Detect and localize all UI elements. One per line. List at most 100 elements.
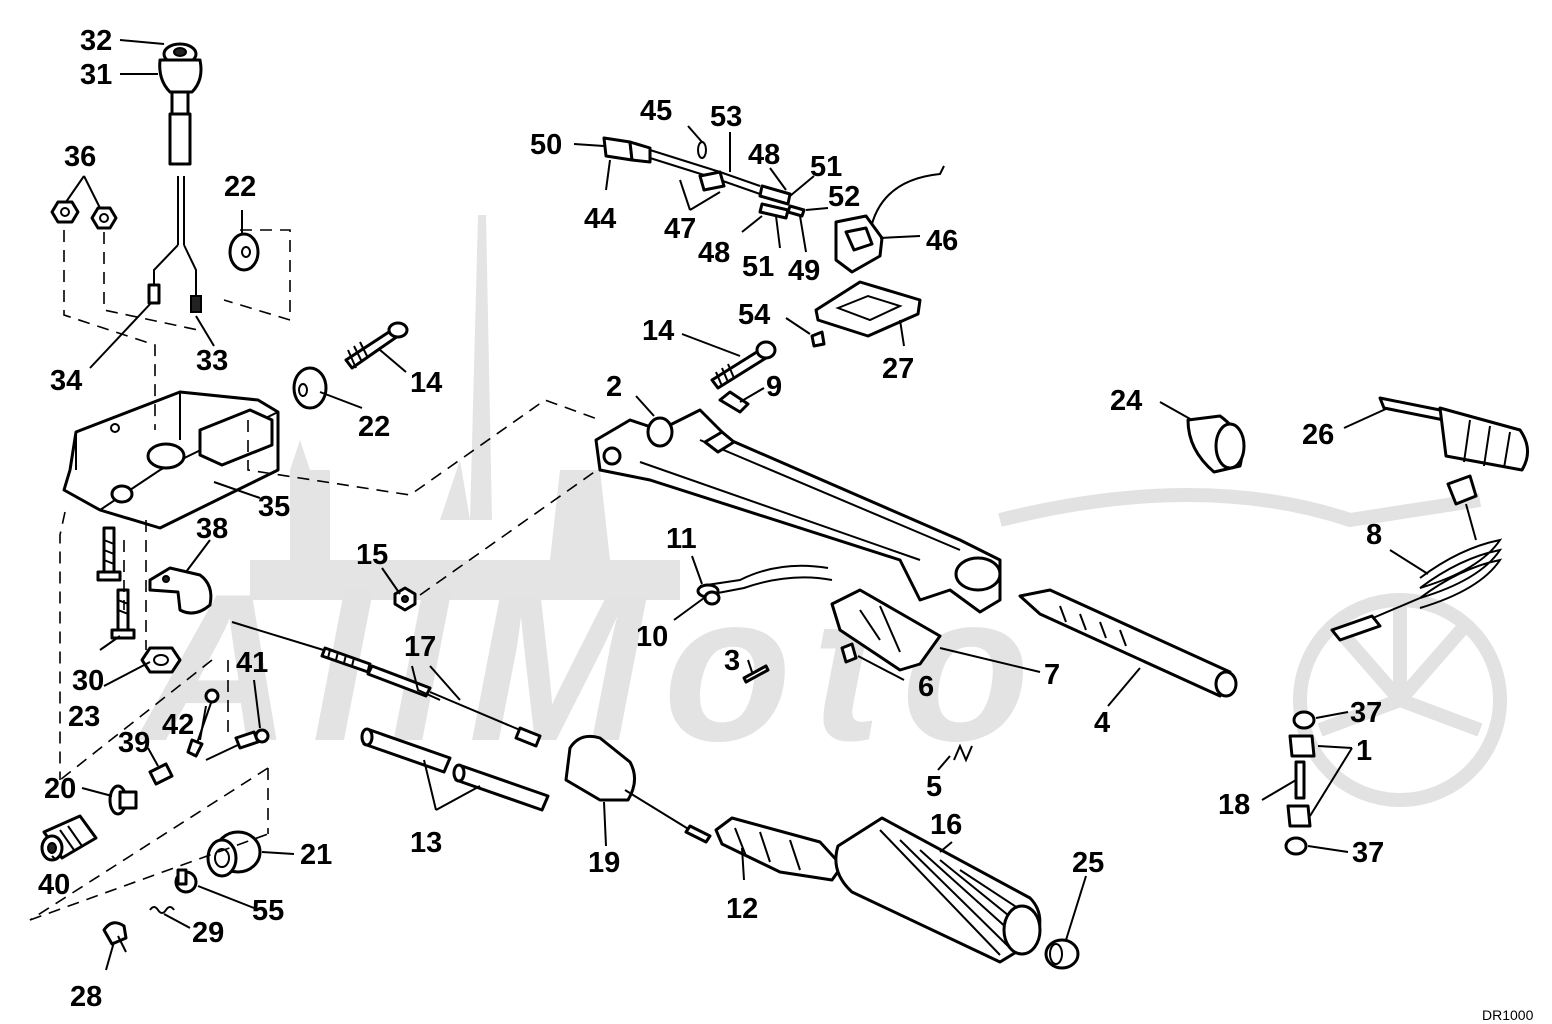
label-6: 6 [918, 671, 934, 703]
part-2-tiller-arm [594, 408, 1002, 614]
part-labels: 32 31 36 22 34 33 14 22 35 38 15 30 23 4… [38, 25, 1384, 1013]
part-29-spring [149, 906, 175, 914]
part-22-washer-lower [292, 366, 328, 410]
label-51b: 51 [742, 251, 774, 283]
label-52: 52 [828, 181, 860, 213]
part-40-connector [40, 814, 98, 862]
part-5-spring [953, 743, 973, 763]
part-19-sleeve [564, 734, 712, 844]
label-14: 14 [410, 367, 442, 399]
label-35: 35 [258, 491, 290, 523]
label-15: 15 [356, 539, 388, 571]
label-1: 1 [1356, 735, 1372, 767]
part-1-block [1286, 734, 1316, 828]
part-28-screw [102, 921, 128, 953]
part-3-pin [742, 664, 770, 684]
label-10: 10 [636, 621, 668, 653]
label-27: 27 [882, 353, 914, 385]
part-48-terminal [758, 184, 792, 220]
label-51: 51 [810, 151, 842, 183]
part-53-harness [649, 149, 761, 195]
label-23: 23 [68, 701, 100, 733]
part-37-nut-bottom [1284, 836, 1308, 856]
label-41: 41 [236, 647, 268, 679]
label-39: 39 [118, 727, 150, 759]
part-24-bushing [1186, 414, 1246, 474]
label-20: 20 [44, 773, 76, 805]
part-36-nuts [50, 200, 118, 230]
part-30-bolts [96, 526, 136, 640]
label-9: 9 [766, 371, 782, 403]
label-42: 42 [162, 709, 194, 741]
assembly-lines [29, 229, 601, 921]
part-18-pin [1294, 760, 1306, 800]
label-37b: 37 [1352, 837, 1384, 869]
label-55: 55 [252, 895, 284, 927]
part-21-bushing [206, 830, 262, 878]
part-25-cap [1044, 938, 1080, 970]
part-10-terminal [703, 590, 721, 606]
footer-code: DR1000 [1482, 1007, 1534, 1023]
part-4-shaft [1018, 588, 1238, 698]
label-26: 26 [1302, 419, 1334, 451]
part-37-nut-top [1292, 710, 1316, 730]
part-55-plug [174, 868, 198, 894]
part-7-plate [830, 588, 942, 672]
label-22b: 22 [358, 411, 390, 443]
part-27-bracket [814, 280, 922, 338]
part-14-bolt-left [344, 321, 409, 370]
label-47: 47 [664, 213, 696, 245]
leader-lines [51, 39, 1429, 971]
label-8: 8 [1366, 519, 1382, 551]
part-45-clip [697, 141, 707, 159]
part-8-lanyard [1330, 474, 1503, 642]
label-5: 5 [926, 771, 942, 803]
label-54: 54 [738, 299, 770, 331]
part-31-switch [147, 42, 203, 313]
label-48b: 48 [698, 237, 730, 269]
label-29: 29 [192, 917, 224, 949]
part-26-connector [1378, 396, 1529, 472]
label-21: 21 [300, 839, 332, 871]
label-33: 33 [196, 345, 228, 377]
label-19: 19 [588, 847, 620, 879]
label-18: 18 [1218, 789, 1250, 821]
label-28: 28 [70, 981, 102, 1013]
label-49: 49 [788, 255, 820, 287]
label-31: 31 [80, 59, 112, 91]
label-24: 24 [1110, 385, 1142, 417]
part-13-tubes [360, 727, 550, 812]
label-7: 7 [1044, 659, 1060, 691]
label-11: 11 [666, 523, 697, 555]
label-45: 45 [640, 95, 672, 127]
part-17-cable [231, 621, 542, 748]
label-22: 22 [224, 171, 256, 203]
part-14-bolt-center [710, 340, 777, 390]
label-25: 25 [1072, 847, 1104, 879]
label-12: 12 [726, 893, 758, 925]
part-16-handle-grip [834, 816, 1042, 964]
label-3: 3 [724, 645, 740, 677]
part-23-nut [140, 646, 182, 674]
label-2: 2 [606, 371, 622, 403]
part-46-module [834, 165, 945, 274]
label-4: 4 [1094, 707, 1110, 739]
part-54-screw [810, 330, 826, 348]
part-35-bracket [62, 390, 280, 530]
part-22-washer [228, 232, 260, 272]
label-32: 32 [80, 25, 112, 57]
label-40: 40 [38, 869, 70, 901]
part-50-connector [602, 136, 652, 164]
label-17: 17 [404, 631, 436, 663]
part-38-clip [148, 566, 213, 615]
label-30: 30 [72, 665, 104, 697]
label-50: 50 [530, 129, 562, 161]
part-41-terminal [205, 728, 270, 761]
part-39-sleeve [148, 762, 174, 786]
part-6-screw [840, 642, 858, 664]
label-48: 48 [748, 139, 780, 171]
label-44: 44 [584, 203, 616, 235]
label-16: 16 [930, 809, 962, 841]
label-14b: 14 [642, 315, 674, 347]
